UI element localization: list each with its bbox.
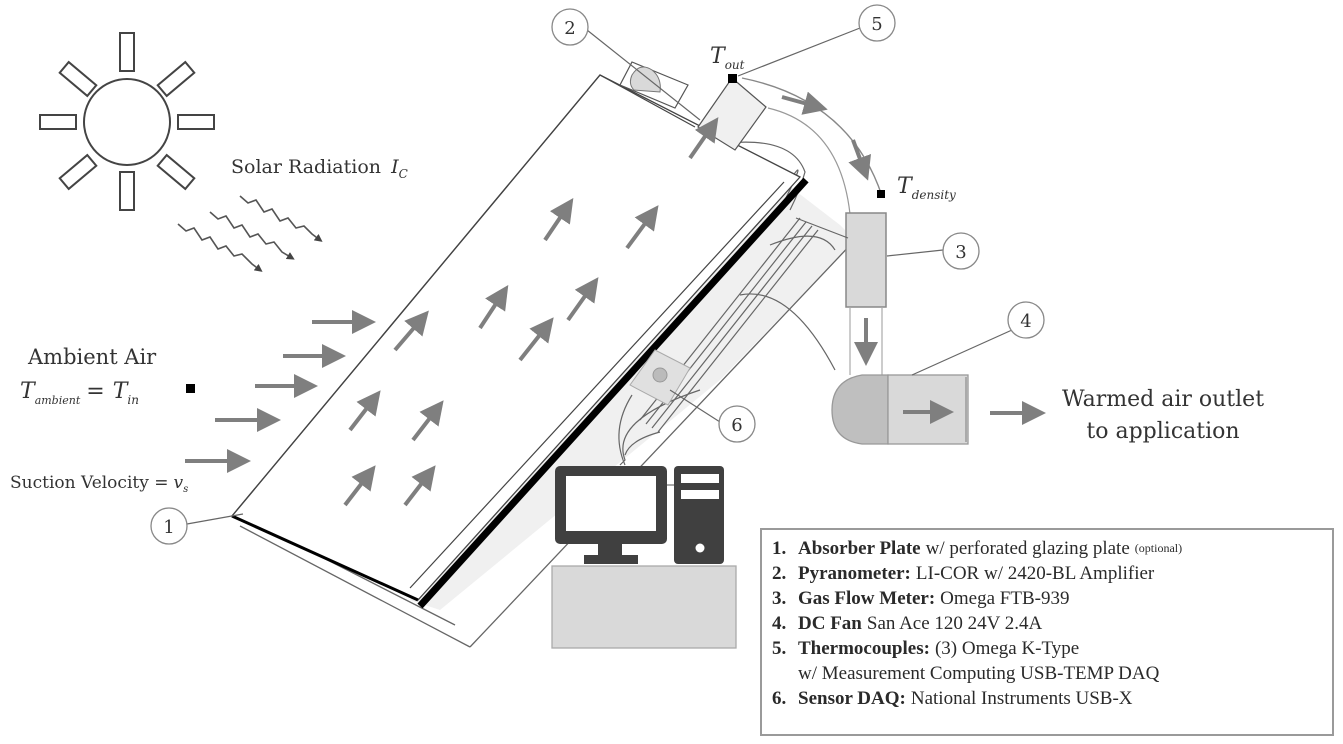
sensor-daq	[629, 349, 691, 406]
legend-name: DC Fan	[798, 613, 862, 634]
outlet-label-line2: to application	[1086, 419, 1239, 444]
legend-item: 4. DC Fan San Ace 120 24V 2.4A	[772, 611, 1332, 636]
dc-fan	[831, 374, 969, 445]
legend-number: 1.	[772, 538, 787, 559]
t-in-marker	[186, 384, 195, 393]
callout-2	[551, 8, 589, 46]
t-density-marker	[877, 190, 885, 198]
computer-icon	[551, 466, 737, 649]
panel-edge	[231, 74, 601, 517]
legend-name: Absorber Plate	[798, 538, 921, 559]
legend-name: Gas Flow Meter:	[798, 588, 936, 609]
legend-item: 3. Gas Flow Meter: Omega FTB-939	[772, 586, 1332, 611]
legend-number: 4.	[772, 613, 787, 634]
sun-icon	[39, 32, 215, 211]
legend-detail: San Ace 120 24V 2.4A	[866, 613, 1043, 634]
legend-number: 6.	[772, 688, 787, 709]
callout-4-label: 4	[1020, 311, 1031, 332]
legend-item: 6. Sensor DAQ: National Instruments USB-…	[772, 686, 1332, 711]
component-legend: 1. Absorber Plate w/ perforated glazing …	[760, 528, 1334, 736]
t-out-label: Tout	[710, 44, 745, 72]
radiation-waves-icon	[177, 195, 323, 272]
t-out-marker	[728, 74, 737, 83]
callout-3	[942, 232, 980, 270]
callout-1	[150, 507, 188, 545]
legend-name: Pyranometer:	[798, 563, 911, 584]
t-density-label: Tdensity	[897, 174, 956, 202]
legend-item: 1. Absorber Plate w/ perforated glazing …	[772, 536, 1332, 561]
t-ambient-equation: Tambient=Tin	[20, 379, 139, 407]
callout-5	[858, 4, 896, 42]
callout-5-label: 5	[871, 14, 882, 35]
airflow-arrows	[185, 91, 1046, 507]
callout-4	[1007, 301, 1045, 339]
legend-note: (optional)	[1134, 541, 1183, 555]
legend-item: 2. Pyranometer: LI-COR w/ 2420-BL Amplif…	[772, 561, 1332, 586]
callout-leaders	[186, 27, 1013, 525]
callout-3-label: 3	[955, 242, 966, 263]
legend-name: Sensor DAQ:	[798, 688, 906, 709]
callout-2-label: 2	[564, 18, 575, 39]
legend-detail: Omega FTB-939	[940, 588, 1070, 609]
callout-6-label: 6	[731, 415, 742, 436]
legend-number: 2.	[772, 563, 787, 584]
thermocouple-markers	[186, 74, 885, 393]
legend-detail: LI-COR w/ 2420-BL Amplifier	[915, 563, 1155, 584]
outlet-label-line1: Warmed air outlet	[1062, 387, 1264, 412]
callout-6	[718, 405, 756, 443]
suction-velocity-label: Suction Velocity =vs	[10, 473, 188, 495]
legend-detail: (3) Omega K-Type	[934, 638, 1080, 659]
legend-detail: National Instruments USB-X	[910, 688, 1133, 709]
sensor-wires	[618, 217, 849, 466]
legend-number: 5.	[772, 638, 787, 659]
legend-item: 5. Thermocouples: (3) Omega K-Type	[772, 636, 1332, 661]
legend-number: 3.	[772, 588, 787, 609]
legend-detail: w/ Measurement Computing USB-TEMP DAQ	[798, 663, 1160, 684]
legend-name: Thermocouples:	[798, 638, 930, 659]
gas-flow-meter	[845, 212, 887, 375]
ambient-air-label: Ambient Air	[27, 345, 157, 369]
callout-1-label: 1	[163, 517, 174, 538]
callouts	[150, 4, 1045, 545]
legend-detail: w/ perforated glazing plate	[925, 538, 1130, 559]
solar-radiation-label: Solar Radiation IC	[231, 156, 408, 181]
legend-item-continuation: w/ Measurement Computing USB-TEMP DAQ	[772, 661, 1332, 686]
